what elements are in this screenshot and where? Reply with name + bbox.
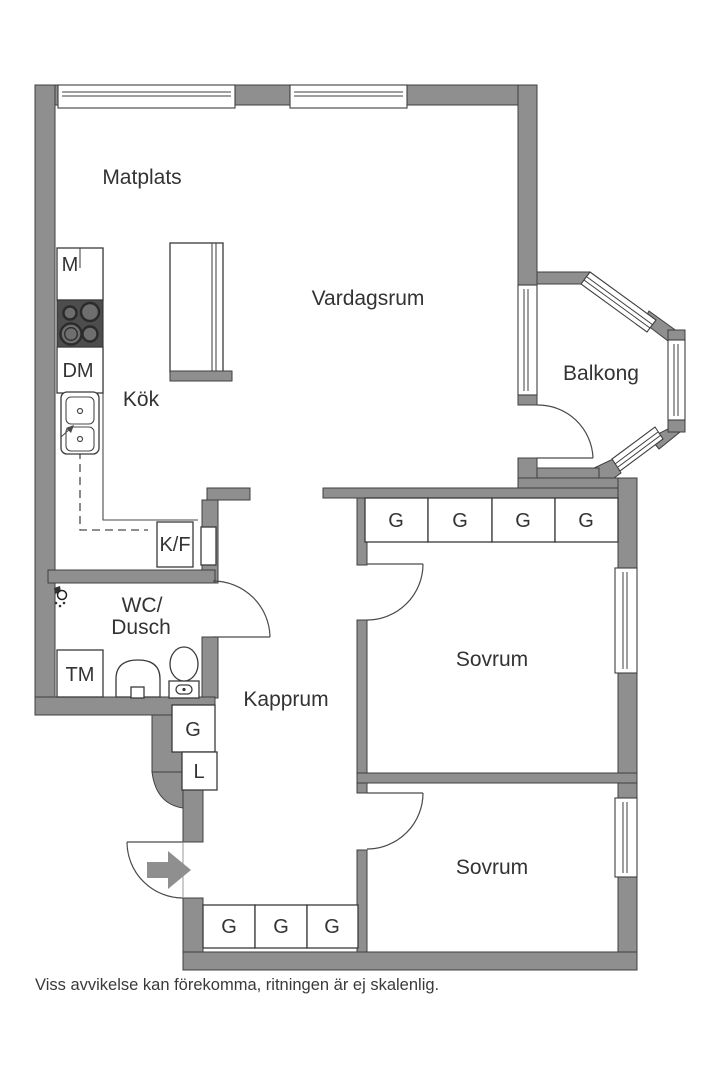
- stove: [56, 299, 104, 348]
- wall-bottom: [182, 951, 638, 971]
- burner: [62, 305, 78, 321]
- wardrobe-box: [427, 497, 493, 543]
- sink: [60, 391, 100, 455]
- window-top-1: [57, 84, 236, 109]
- label-wardrobe-g: G: [324, 916, 340, 938]
- wall-hall-divider: [322, 487, 619, 499]
- drain: [76, 435, 84, 443]
- wall-wc-east: [201, 636, 219, 699]
- labels: Matplats Vardagsrum Balkong Kök WC/ Dusc…: [35, 166, 639, 994]
- window-balcony-right: [667, 339, 686, 421]
- burner: [81, 325, 99, 343]
- wall-left: [34, 84, 56, 716]
- washbasin: [115, 659, 161, 699]
- kitchen-fixtures: [56, 242, 233, 568]
- label-wardrobe-g: G: [578, 510, 594, 532]
- wall-balcony-col-upper: [517, 84, 538, 286]
- windows: [57, 84, 686, 878]
- wall-sovrum-divider: [356, 772, 638, 784]
- door-wc: [212, 580, 271, 638]
- wc-fixtures: [54, 586, 200, 699]
- walls: [34, 84, 686, 971]
- wall-top-right: [406, 84, 519, 106]
- label-balkong: Balkong: [563, 362, 639, 385]
- label-sovrum-2: Sovrum: [456, 856, 528, 879]
- wardrobe-box: [202, 904, 256, 949]
- label-dishwasher: DM: [62, 360, 93, 382]
- label-kok: Kök: [123, 388, 160, 411]
- window-sovrum-2: [614, 797, 638, 878]
- wall-kitchen-stub: [206, 487, 251, 501]
- burner: [79, 301, 101, 323]
- label-fridge-freezer: K/F: [159, 534, 190, 556]
- label-linen-closet: L: [193, 761, 204, 783]
- wardrobes: [171, 497, 619, 949]
- wardrobe-box: [554, 497, 619, 543]
- burner: [59, 322, 83, 346]
- window-sovrum-1: [614, 567, 638, 674]
- label-microwave: M: [62, 254, 79, 276]
- dishwasher-box: [56, 346, 104, 394]
- window-balcony-angled-bottom: [611, 426, 664, 472]
- label-wardrobe-g: G: [273, 916, 289, 938]
- toilet: [168, 646, 200, 699]
- wall-sovrum-west-2: [356, 619, 368, 794]
- label-wc-line2: Dusch: [111, 616, 171, 639]
- island-base: [169, 370, 233, 382]
- label-sovrum-1: Sovrum: [456, 648, 528, 671]
- hall-wardrobe-box: [171, 704, 216, 753]
- linen-closet-box: [181, 751, 218, 791]
- wall-sovrum-west-3: [356, 849, 368, 953]
- flush-button: [182, 687, 186, 692]
- label-hall-wardrobe: G: [185, 719, 201, 741]
- label-wardrobe-g: G: [515, 510, 531, 532]
- label-wc-line1: WC/: [122, 594, 163, 617]
- window-balcony-left: [517, 284, 538, 396]
- wardrobe-box: [491, 497, 556, 543]
- kitchen-island: [169, 242, 233, 382]
- label-kapprum: Kapprum: [243, 688, 328, 711]
- label-matplats: Matplats: [102, 166, 181, 189]
- window-top-2: [289, 84, 408, 109]
- wall-right: [617, 477, 638, 971]
- door-balcony: [536, 404, 594, 459]
- fridge-freezer-box: [156, 521, 194, 568]
- label-wardrobe-g: G: [452, 510, 468, 532]
- wall-lowleft-curve: [151, 771, 184, 809]
- label-wardrobe-g: G: [221, 916, 237, 938]
- door-sovrum-1: [366, 563, 424, 621]
- entrance-arrow-icon: [147, 851, 191, 889]
- burner-ring: [64, 327, 78, 341]
- disclaimer-text: Viss avvikelse kan förekomma, ritningen …: [35, 976, 439, 994]
- drain: [76, 407, 84, 415]
- label-washing-machine: TM: [66, 664, 95, 686]
- wall-kitchen-wc: [47, 569, 216, 584]
- wall-top-mid: [234, 84, 291, 106]
- shower-icon: [54, 586, 68, 608]
- wall-balcony-col-mid: [517, 394, 538, 406]
- faucet-head: [66, 425, 74, 433]
- doors: [126, 404, 594, 899]
- wardrobe-box: [364, 497, 429, 543]
- wardrobe-box: [254, 904, 308, 949]
- shaft-niche: [200, 526, 217, 566]
- washing-machine-box: [56, 649, 104, 698]
- door-sovrum-2: [366, 792, 424, 850]
- label-wardrobe-g: G: [388, 510, 404, 532]
- window-balcony-angled-top: [580, 271, 657, 333]
- label-vardagsrum: Vardagsrum: [312, 287, 425, 310]
- wardrobe-box: [306, 904, 359, 949]
